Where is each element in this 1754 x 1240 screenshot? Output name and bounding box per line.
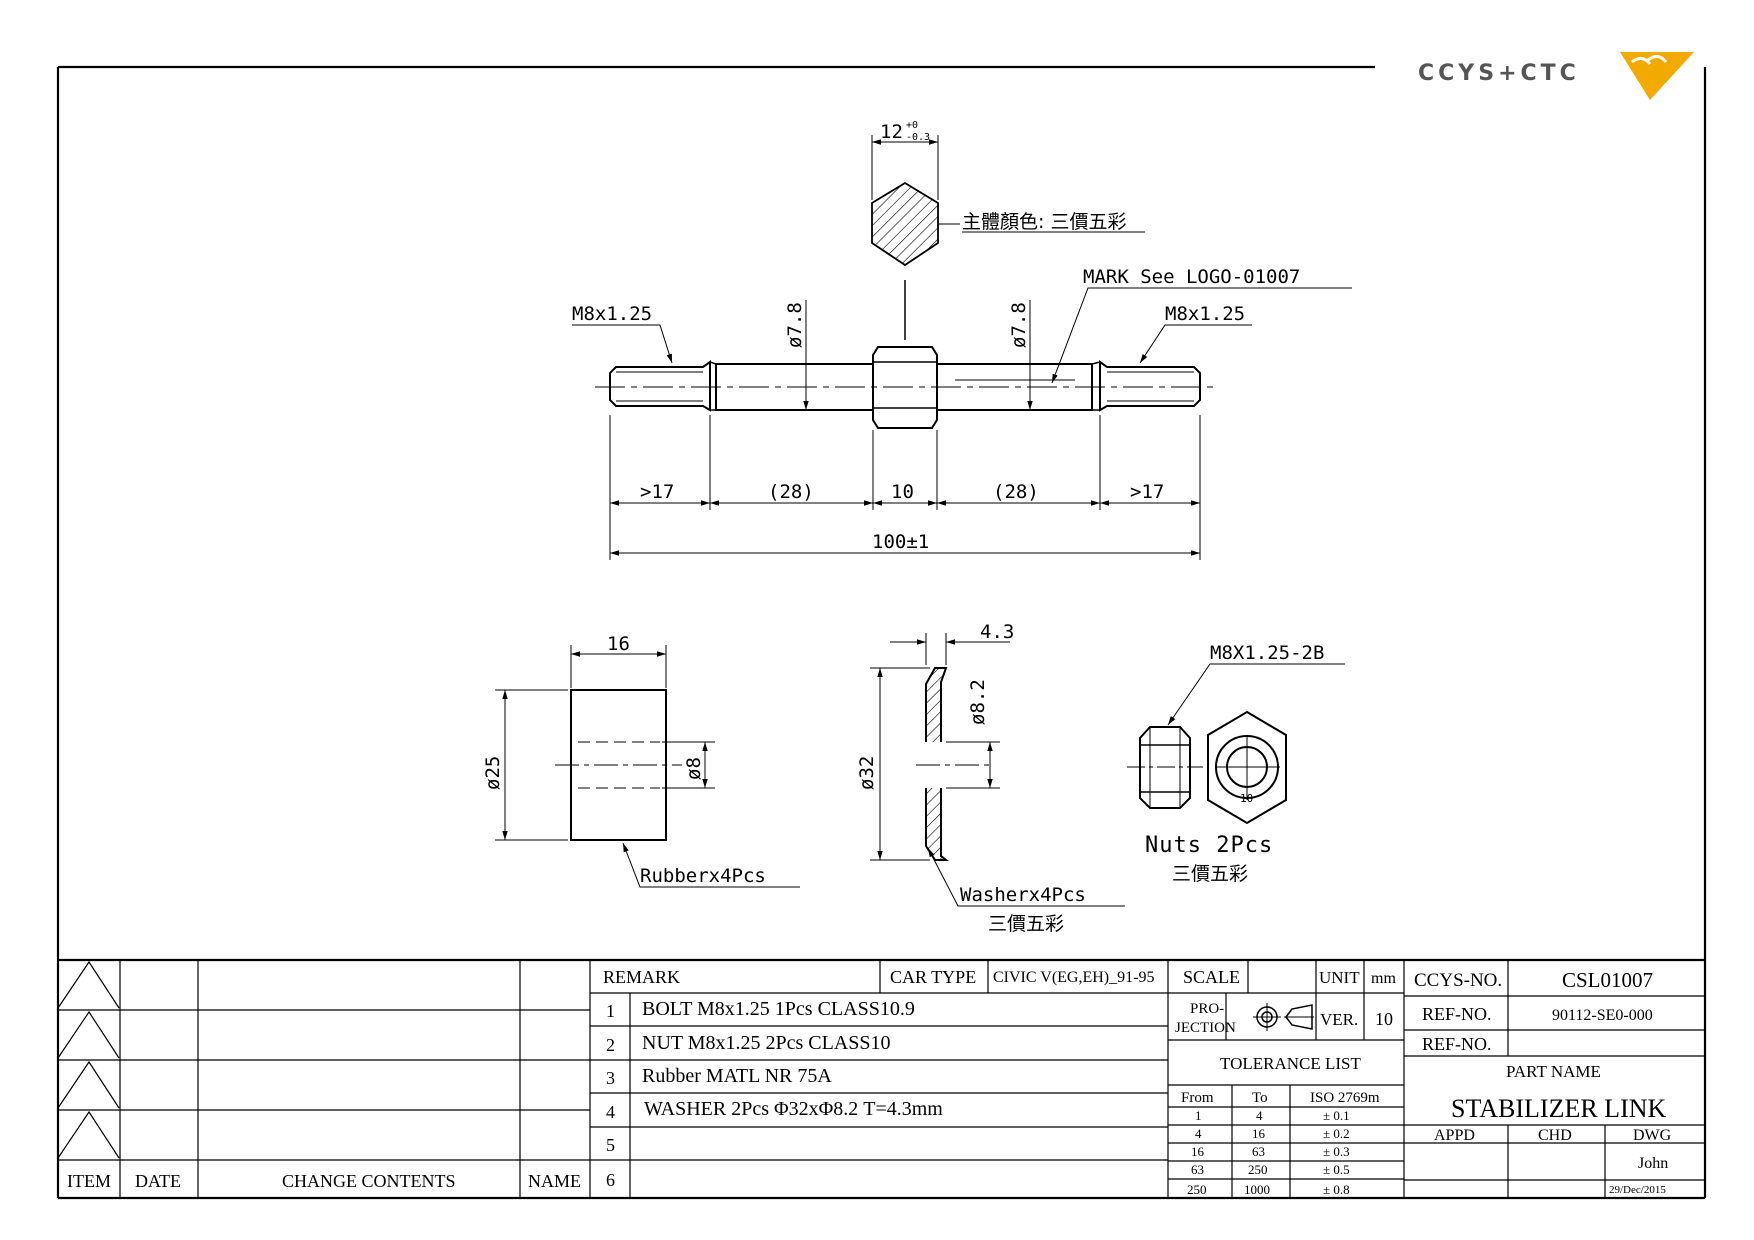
seg-nut: 10 bbox=[891, 481, 914, 503]
hex-section-hatch bbox=[871, 181, 939, 267]
remarks-block bbox=[590, 960, 1169, 1198]
tol-row-3-from: 16 bbox=[1191, 1144, 1205, 1159]
chd-label: CHD bbox=[1538, 1127, 1572, 1144]
thread-label-right: M8x1.25 bbox=[1165, 303, 1245, 325]
remark-text-3: Rubber MATL NR 75A bbox=[642, 1065, 832, 1087]
washer-outer-dia: ø32 bbox=[856, 756, 878, 790]
tol-row-2-from: 4 bbox=[1195, 1126, 1202, 1141]
dwg-name: John bbox=[1638, 1155, 1668, 1172]
tol-header-iso: ISO 2769m bbox=[1310, 1090, 1380, 1106]
ccys-no-value: CSL01007 bbox=[1562, 968, 1653, 992]
rubber-label: Rubberx4Pcs bbox=[640, 865, 766, 887]
tol-row-1-to: 4 bbox=[1256, 1108, 1263, 1123]
tol-row-3-tol: ± 0.3 bbox=[1323, 1144, 1350, 1159]
tol-row-1-tol: ± 0.1 bbox=[1323, 1108, 1350, 1123]
ref-no-label-2: REF-NO. bbox=[1422, 1034, 1492, 1054]
projection-label-2: JECTION bbox=[1175, 1020, 1236, 1036]
tol-row-5-from: 250 bbox=[1187, 1182, 1207, 1197]
scale-tolerance-block bbox=[1168, 960, 1404, 1198]
drawing-frame bbox=[56, 65, 1707, 1200]
seg-thread-right: >17 bbox=[1130, 481, 1164, 503]
mark-note: MARK See LOGO-01007 bbox=[1083, 266, 1300, 288]
tol-row-4-tol: ± 0.5 bbox=[1323, 1162, 1350, 1177]
rev-header-name: NAME bbox=[528, 1171, 581, 1191]
nut-spec: M8X1.25-2B bbox=[1210, 642, 1324, 664]
tol-row-1-from: 1 bbox=[1195, 1108, 1202, 1123]
logo-text: CCYS+CTC bbox=[1418, 61, 1580, 86]
ccys-no-label: CCYS-NO. bbox=[1414, 970, 1502, 991]
remark-no-1: 1 bbox=[606, 1001, 615, 1021]
tolerance-title: TOLERANCE LIST bbox=[1220, 1054, 1361, 1073]
part-name-value: STABILIZER LINK bbox=[1451, 1094, 1666, 1123]
tol-row-4-to: 250 bbox=[1248, 1162, 1268, 1177]
remark-no-2: 2 bbox=[606, 1035, 615, 1055]
seg-thread-left: >17 bbox=[640, 481, 674, 503]
remark-text-4: WASHER 2Pcs Φ32xΦ8.2 T=4.3mm bbox=[644, 1098, 943, 1120]
dia-label-right: ø7.8 bbox=[1008, 302, 1030, 348]
projection-label-1: PRO- bbox=[1190, 1001, 1224, 1017]
rev-header-change: CHANGE CONTENTS bbox=[282, 1171, 456, 1191]
dwg-date: 29/Dec/2015 bbox=[1609, 1184, 1666, 1196]
part-name-label: PART NAME bbox=[1506, 1062, 1601, 1081]
remark-no-5: 5 bbox=[606, 1135, 615, 1155]
tol-row-2-tol: ± 0.2 bbox=[1323, 1126, 1350, 1141]
nut-note: 三價五彩 bbox=[1172, 863, 1248, 885]
hex-width-tol-lower: -0.3 bbox=[906, 132, 930, 143]
thread-label-left: M8x1.25 bbox=[572, 303, 652, 325]
tol-header-to: To bbox=[1252, 1090, 1268, 1106]
unit-value: mm bbox=[1371, 970, 1396, 987]
unit-label: UNIT bbox=[1319, 968, 1360, 987]
logo-mark bbox=[1620, 52, 1694, 100]
car-type-label: CAR TYPE bbox=[890, 967, 976, 987]
seg-shaft-left: (28) bbox=[768, 481, 814, 503]
dia-label-left: ø7.8 bbox=[784, 302, 806, 348]
tol-row-2-to: 16 bbox=[1252, 1126, 1266, 1141]
rev-header-item: ITEM bbox=[67, 1171, 111, 1191]
hex-width-dim: 12 bbox=[880, 121, 903, 143]
appd-label: APPD bbox=[1434, 1127, 1475, 1144]
tolerance-rows: 1 4 ± 0.1 4 16 ± 0.2 16 63 ± 0.3 63 250 … bbox=[1187, 1108, 1350, 1197]
nut-label: Nuts 2Pcs bbox=[1145, 833, 1273, 858]
ver-label: VER. bbox=[1320, 1010, 1358, 1029]
tol-row-4-from: 63 bbox=[1191, 1162, 1204, 1177]
hex-section-view: 12 +0 -0.3 主體顏色: 三價五彩 bbox=[871, 120, 1145, 340]
tol-row-3-to: 63 bbox=[1252, 1144, 1265, 1159]
seg-shaft-right: (28) bbox=[993, 481, 1039, 503]
tol-row-5-tol: ± 0.8 bbox=[1323, 1182, 1350, 1197]
tol-header-from: From bbox=[1181, 1090, 1214, 1106]
rubber-outer-dia: ø25 bbox=[482, 756, 504, 790]
remark-no-3: 3 bbox=[606, 1068, 615, 1088]
remark-no-4: 4 bbox=[606, 1102, 615, 1122]
washer-inner-dia: ø8.2 bbox=[967, 679, 989, 725]
remark-no-6: 6 bbox=[606, 1170, 615, 1190]
ref-no-label-1: REF-NO. bbox=[1422, 1004, 1492, 1024]
scale-label: SCALE bbox=[1183, 967, 1240, 987]
title-block bbox=[1403, 960, 1705, 1198]
dwg-label: DWG bbox=[1633, 1127, 1672, 1144]
ver-value: 10 bbox=[1375, 1009, 1393, 1029]
overall-length: 100±1 bbox=[872, 531, 929, 553]
hex-width-tol-upper: +0 bbox=[906, 120, 918, 131]
nut-views bbox=[1127, 663, 1345, 825]
washer-label: Washerx4Pcs bbox=[960, 884, 1086, 906]
body-color-note: 主體顏色: 三價五彩 bbox=[962, 211, 1126, 233]
washer-section-view bbox=[870, 633, 1125, 907]
stabilizer-link-side-view bbox=[572, 287, 1352, 560]
rev-header-date: DATE bbox=[135, 1171, 181, 1191]
remark-text-1: BOLT M8x1.25 1Pcs CLASS10.9 bbox=[642, 998, 915, 1020]
revision-block bbox=[57, 960, 591, 1198]
remark-text-2: NUT M8x1.25 2Pcs CLASS10 bbox=[642, 1032, 891, 1054]
ref-no-value-1: 90112-SE0-000 bbox=[1552, 1007, 1653, 1024]
remark-header: REMARK bbox=[603, 967, 680, 987]
rubber-width: 16 bbox=[607, 633, 630, 655]
rubber-bushing-view bbox=[495, 645, 800, 888]
washer-thickness: 4.3 bbox=[980, 621, 1014, 643]
nut-size: 10 bbox=[1240, 792, 1253, 805]
rubber-inner-dia: ø8 bbox=[683, 757, 705, 780]
tol-row-5-to: 1000 bbox=[1244, 1182, 1270, 1197]
company-logo: CCYS+CTC bbox=[1418, 52, 1694, 100]
car-type-value: CIVIC V(EG,EH)_91-95 bbox=[993, 969, 1154, 986]
washer-note: 三價五彩 bbox=[988, 913, 1064, 935]
